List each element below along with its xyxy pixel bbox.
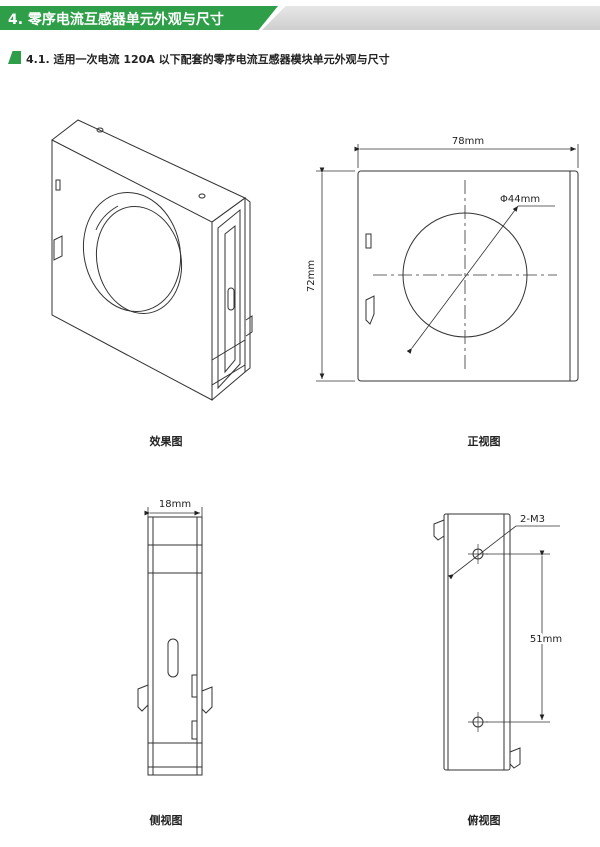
front-view-drawing: 78mm 72mm Φ44mm bbox=[306, 136, 579, 382]
side-view-caption: 侧视图 bbox=[149, 814, 183, 827]
effect-view-drawing bbox=[51, 119, 253, 401]
header-gray-band bbox=[262, 6, 600, 30]
effect-view-caption: 效果图 bbox=[149, 435, 183, 448]
section-title: 4. 零序电流互感器单元外观与尺寸 bbox=[8, 12, 224, 28]
front-width-label: 78mm bbox=[452, 136, 484, 147]
front-height-label: 72mm bbox=[306, 260, 317, 292]
side-width-label: 18mm bbox=[159, 499, 191, 510]
top-view-drawing: 2-M3 51mm bbox=[433, 513, 564, 771]
subsection-marker bbox=[8, 51, 21, 64]
top-hole-label: 2-M3 bbox=[520, 514, 545, 525]
front-view-caption: 正视图 bbox=[467, 435, 501, 448]
section-header-bar: 4. 零序电流互感器单元外观与尺寸 bbox=[0, 6, 600, 30]
top-view-caption: 俯视图 bbox=[467, 814, 501, 827]
top-spacing-label: 51mm bbox=[530, 634, 562, 645]
side-view-drawing: 18mm bbox=[137, 499, 213, 776]
subsection-title: 4.1. 适用一次电流 120A 以下配套的零序电流互感器模块单元外观与尺寸 bbox=[26, 53, 390, 66]
header-green-band bbox=[0, 6, 278, 30]
front-diameter-label: Φ44mm bbox=[500, 194, 540, 205]
